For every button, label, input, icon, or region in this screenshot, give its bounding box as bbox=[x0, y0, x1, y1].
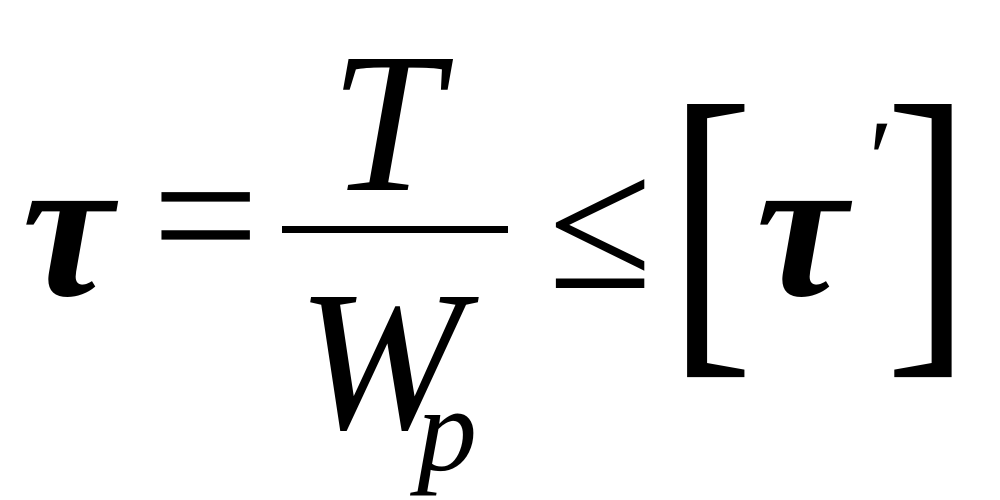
right-square-bracket: ] bbox=[885, 40, 971, 405]
fraction-numerator: T bbox=[330, 13, 442, 234]
less-than-or-equal-sign: ≤ bbox=[548, 120, 653, 330]
equals-sign: = bbox=[152, 111, 260, 321]
left-square-bracket: [ bbox=[668, 40, 754, 405]
fraction-denominator: W bbox=[297, 251, 464, 472]
allowable-tau-symbol: τ bbox=[756, 113, 847, 340]
denominator-subscript: p bbox=[417, 363, 477, 496]
tau-symbol: τ bbox=[22, 113, 113, 340]
prime-mark: ′ bbox=[862, 98, 887, 220]
fraction-bar bbox=[282, 226, 508, 233]
